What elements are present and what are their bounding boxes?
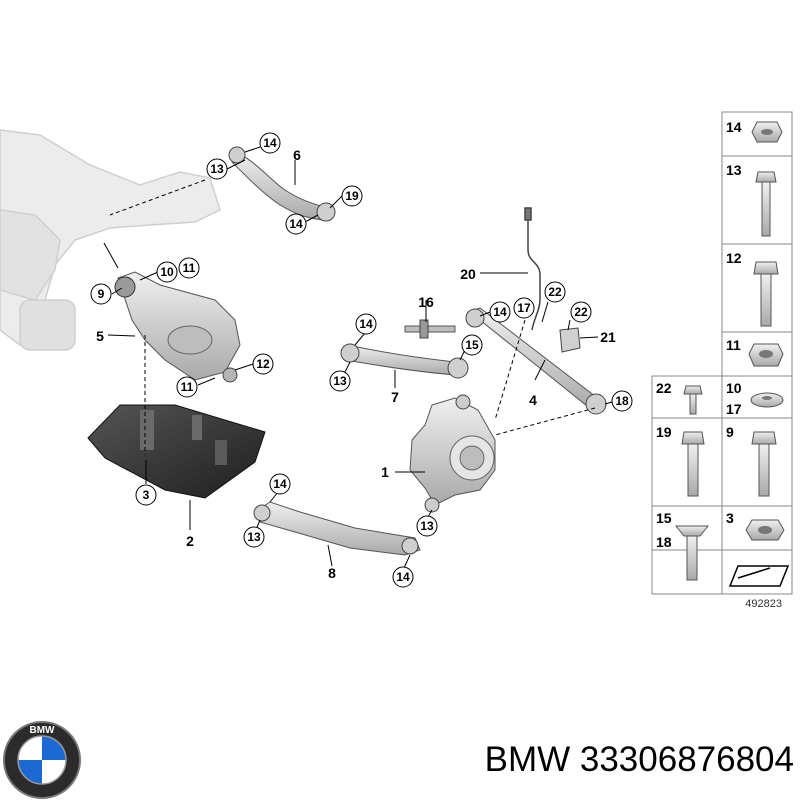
label-21: 21 <box>600 329 616 345</box>
label-7: 7 <box>391 389 399 405</box>
callout-c19: 19 <box>341 185 363 207</box>
bolt-19-icon <box>681 431 705 497</box>
svg-text:12: 12 <box>256 357 270 371</box>
part-number-caption: BMW 33306876804 <box>484 740 794 779</box>
control-arm-6[interactable] <box>228 146 336 222</box>
callout-c13a: 13 <box>206 158 228 180</box>
nut-11-icon <box>748 343 784 367</box>
svg-text:14: 14 <box>493 305 507 319</box>
nut-icon <box>751 121 783 143</box>
callout-c15: 15 <box>461 334 483 356</box>
svg-text:11: 11 <box>183 261 196 275</box>
callout-c11a: 11 <box>178 257 200 279</box>
table-num-11: 11 <box>726 337 741 353</box>
callout-c14e: 14 <box>269 473 291 495</box>
label-2: 2 <box>186 533 194 549</box>
table-num-12: 12 <box>726 250 742 266</box>
label-16: 16 <box>418 294 434 310</box>
callout-c13b: 13 <box>329 370 351 392</box>
control-arm-4[interactable] <box>465 307 607 415</box>
svg-text:14: 14 <box>396 570 410 584</box>
label-5: 5 <box>96 328 104 344</box>
flange-bolt-15-18-icon <box>674 525 710 581</box>
svg-text:BMW: BMW <box>30 725 56 736</box>
bolt-12-icon <box>753 261 779 327</box>
table-num-18: 18 <box>656 534 672 550</box>
callout-c11b: 11 <box>176 376 198 398</box>
callout-c12: 12 <box>252 353 274 375</box>
table-num-13: 13 <box>726 162 742 178</box>
bracket-21[interactable] <box>559 327 581 353</box>
table-num-3: 3 <box>726 510 734 526</box>
callout-c10: 10 <box>156 261 178 283</box>
svg-text:11: 11 <box>181 380 194 394</box>
svg-text:19: 19 <box>345 189 359 203</box>
svg-text:14: 14 <box>359 317 373 331</box>
underbody-shield-2[interactable] <box>87 404 266 499</box>
svg-text:15: 15 <box>465 338 479 352</box>
bolt-16[interactable] <box>404 319 456 339</box>
table-num-19: 19 <box>656 424 672 440</box>
callout-c13d: 13 <box>243 526 265 548</box>
bolt-9-icon <box>751 431 777 497</box>
svg-text:17: 17 <box>517 301 531 315</box>
callout-c14d: 14 <box>489 301 511 323</box>
wheel-carrier-1[interactable] <box>409 394 496 513</box>
washer-10-icon <box>750 392 784 408</box>
callout-c14b: 14 <box>285 213 307 235</box>
table-num-10: 10 <box>726 380 742 396</box>
label-4: 4 <box>529 392 537 408</box>
callout-c14c: 14 <box>355 313 377 335</box>
label-8: 8 <box>328 565 336 581</box>
svg-text:13: 13 <box>210 162 224 176</box>
arrow-icon <box>728 565 790 587</box>
bolt-22-icon <box>683 385 703 415</box>
nut-3-icon <box>745 519 785 541</box>
control-arm-5[interactable] <box>114 271 241 383</box>
svg-text:14: 14 <box>289 217 303 231</box>
svg-text:14: 14 <box>263 136 277 150</box>
callout-c17: 17 <box>513 297 535 319</box>
label-1: 1 <box>381 464 389 480</box>
label-6: 6 <box>293 147 301 163</box>
svg-text:13: 13 <box>247 530 261 544</box>
callout-c14f: 14 <box>392 566 414 588</box>
table-num-14: 14 <box>726 119 742 135</box>
rear-subframe <box>0 129 221 351</box>
table-num-17: 17 <box>726 401 742 417</box>
callout-c22b: 22 <box>570 301 592 323</box>
table-num-22: 22 <box>656 380 672 396</box>
table-num-15: 15 <box>656 510 672 526</box>
callout-c18: 18 <box>611 390 633 412</box>
svg-text:3: 3 <box>143 488 150 502</box>
leader-lines <box>103 146 613 571</box>
callout-c22a: 22 <box>544 281 566 303</box>
sensor-20[interactable] <box>524 207 541 331</box>
bmw-logo: BMW <box>3 721 81 799</box>
callout-c3: 3 <box>135 484 157 506</box>
svg-text:13: 13 <box>420 519 434 533</box>
callout-c14a: 14 <box>259 132 281 154</box>
diagram-id: 492823 <box>745 598 782 610</box>
callout-c13c: 13 <box>416 515 438 537</box>
svg-text:14: 14 <box>273 477 287 491</box>
svg-text:10: 10 <box>160 265 174 279</box>
svg-text:22: 22 <box>548 285 562 299</box>
svg-text:13: 13 <box>333 374 347 388</box>
bolt-13-icon <box>755 171 777 237</box>
table-num-9: 9 <box>726 424 734 440</box>
callout-c9: 9 <box>90 283 112 305</box>
control-arm-7[interactable] <box>340 343 469 379</box>
control-arm-8[interactable] <box>253 501 421 556</box>
svg-text:9: 9 <box>98 287 105 301</box>
svg-text:18: 18 <box>615 394 629 408</box>
label-20: 20 <box>460 266 476 282</box>
svg-text:22: 22 <box>574 305 588 319</box>
